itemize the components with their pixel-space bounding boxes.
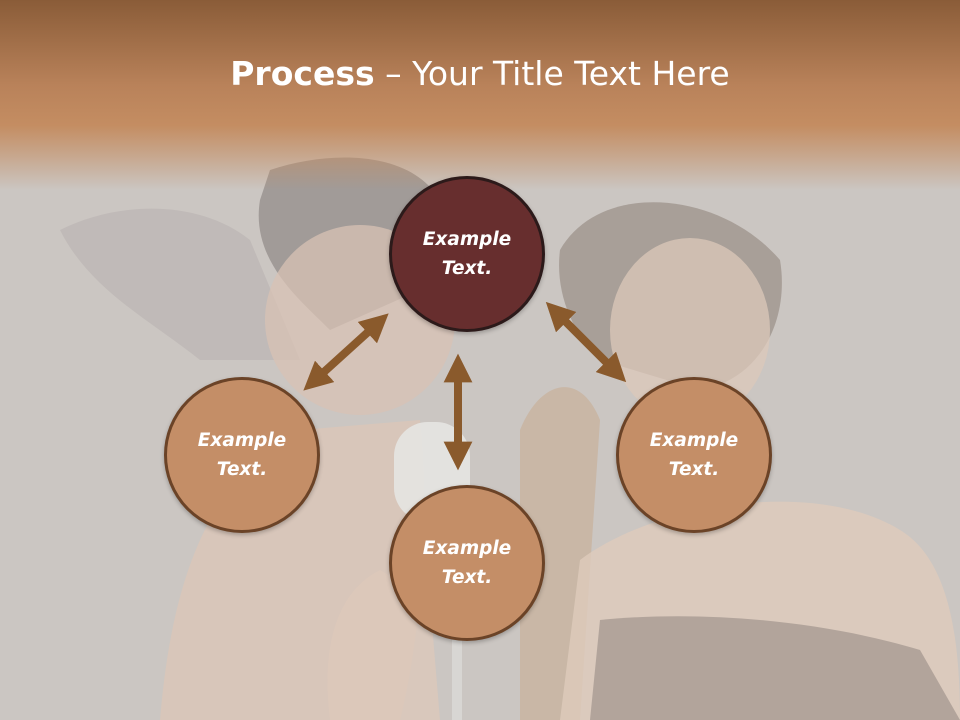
left-node-line2: Text. [216, 459, 268, 480]
right-node-line1: Example [649, 430, 739, 451]
slide-title: Process – Your Title Text Here [0, 52, 960, 96]
bottom-node-line1: Example [422, 538, 512, 559]
arrow-center-left [303, 313, 389, 391]
arrow-center-right [545, 301, 627, 383]
center-node-line2: Text. [441, 258, 493, 279]
title-bold: Process [230, 54, 375, 93]
center-node-line1: Example [422, 229, 512, 250]
title-rest: – Your Title Text Here [374, 54, 730, 93]
bottom-node-line2: Text. [441, 567, 493, 588]
right-node-line2: Text. [668, 459, 720, 480]
title-band [0, 0, 960, 190]
left-node-line1: Example [197, 430, 287, 451]
